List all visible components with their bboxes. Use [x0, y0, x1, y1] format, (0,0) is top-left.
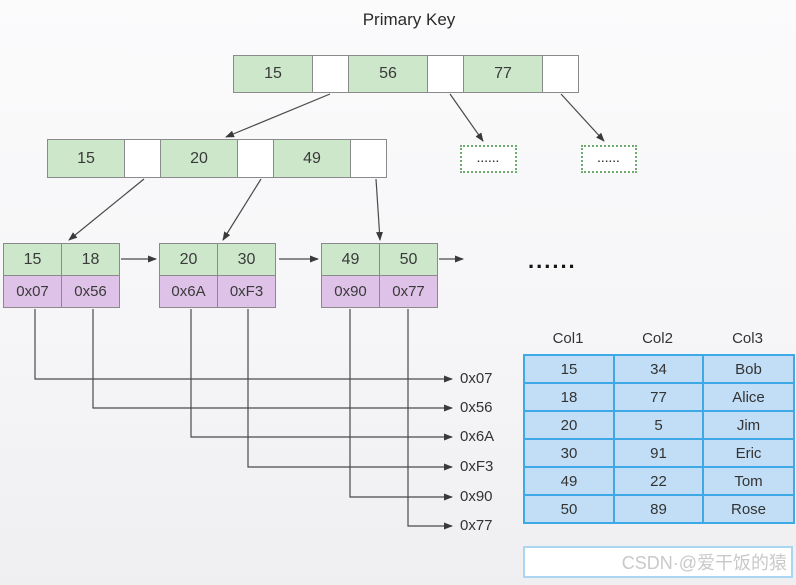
column-header: Col3 — [732, 330, 763, 347]
leaf-key-cell: 18 — [61, 243, 120, 276]
table-cell: Jim — [702, 410, 795, 440]
table-cell: Eric — [702, 438, 795, 468]
pointer-line-0xF3 — [247, 309, 453, 471]
column-header: Col1 — [552, 330, 584, 347]
data-table: 15 34 Bob 18 77 Alice 20 5 Jim 30 91 Eri… — [523, 354, 795, 524]
table-cell: 30 — [523, 438, 615, 468]
internal-child-pointer-cell — [350, 139, 387, 178]
table-cell: 91 — [613, 438, 704, 468]
table-cell: Tom — [702, 466, 795, 496]
root-node: 15 56 77 — [233, 55, 579, 93]
pointer-line-0x6A — [190, 309, 453, 441]
table-cell: 15 — [523, 354, 615, 384]
address-label: 0x90 — [460, 488, 493, 505]
pointer-line-0x90 — [349, 309, 453, 501]
internal-child-pointer-cell — [124, 139, 161, 178]
leaf-pointer-cell: 0x07 — [3, 275, 62, 308]
more-nodes-box-2: ...... — [581, 145, 637, 173]
root-key-cell: 15 — [233, 55, 313, 93]
table-cell: 5 — [613, 410, 704, 440]
leaf-key-cell: 50 — [379, 243, 438, 276]
pointer-line-0x77 — [407, 309, 453, 530]
leaf-key-cell: 49 — [321, 243, 380, 276]
table-row: 20 5 Jim — [523, 410, 795, 440]
arrow-root-to-more-1 — [449, 93, 484, 142]
table-cell: 89 — [613, 494, 704, 524]
more-nodes-box-1: ...... — [460, 145, 517, 173]
column-header: Col2 — [642, 330, 673, 347]
leaf-pointer-cell: 0x6A — [159, 275, 218, 308]
internal-key-cell: 49 — [273, 139, 351, 178]
table-cell: 50 — [523, 494, 615, 524]
leaf-pointer-cell: 0xF3 — [217, 275, 276, 308]
table-cell: 22 — [613, 466, 704, 496]
leaf-pointer-cell: 0x56 — [61, 275, 120, 308]
leaf-key-cell: 30 — [217, 243, 276, 276]
root-child-pointer-cell — [542, 55, 579, 93]
internal-node: 15 20 49 — [47, 139, 387, 178]
table-cell: Bob — [702, 354, 795, 384]
table-row: 18 77 Alice — [523, 382, 795, 412]
leaf-key-cell: 15 — [3, 243, 62, 276]
leaf-pointer-cell: 0x77 — [379, 275, 438, 308]
table-cell: Alice — [702, 382, 795, 412]
table-row: 30 91 Eric — [523, 438, 795, 468]
watermark: CSDN·@爱干饭的猿 — [523, 546, 793, 578]
address-label: 0x56 — [460, 399, 493, 416]
arrow-root-to-more-2 — [560, 93, 605, 142]
table-cell: 18 — [523, 382, 615, 412]
table-row: 49 22 Tom — [523, 466, 795, 496]
root-child-pointer-cell — [427, 55, 464, 93]
table-cell: 77 — [613, 382, 704, 412]
arrow-internal-to-leaf-3 — [375, 178, 383, 241]
pointer-line-0x56 — [92, 309, 453, 412]
internal-child-pointer-cell — [237, 139, 274, 178]
address-label: 0xF3 — [460, 458, 494, 475]
table-cell: Rose — [702, 494, 795, 524]
leaf-key-cell: 20 — [159, 243, 218, 276]
leaf-node-3: 49 50 0x90 0x77 — [321, 243, 439, 309]
address-label: 0x6A — [460, 428, 495, 445]
leaf-chain-ellipsis: ...... — [528, 248, 577, 273]
table-cell: 34 — [613, 354, 704, 384]
leaf-pointer-cell: 0x90 — [321, 275, 380, 308]
arrow-root-to-internal — [225, 93, 331, 138]
root-key-cell: 77 — [463, 55, 543, 93]
arrow-internal-to-leaf-2 — [222, 178, 262, 241]
internal-key-cell: 20 — [160, 139, 238, 178]
internal-key-cell: 15 — [47, 139, 125, 178]
arrow-internal-to-leaf-1 — [68, 178, 145, 241]
address-label: 0x77 — [460, 517, 493, 534]
leaf-node-2: 20 30 0x6A 0xF3 — [159, 243, 277, 309]
root-key-cell: 56 — [348, 55, 428, 93]
root-child-pointer-cell — [312, 55, 349, 93]
address-label: 0x07 — [460, 370, 493, 387]
pointer-line-0x07 — [34, 309, 453, 383]
table-cell: 20 — [523, 410, 615, 440]
leaf-node-1: 15 18 0x07 0x56 — [3, 243, 121, 309]
diagram-title: Primary Key — [362, 10, 456, 29]
table-row: 15 34 Bob — [523, 354, 795, 384]
table-cell: 49 — [523, 466, 615, 496]
table-row: 50 89 Rose — [523, 494, 795, 524]
